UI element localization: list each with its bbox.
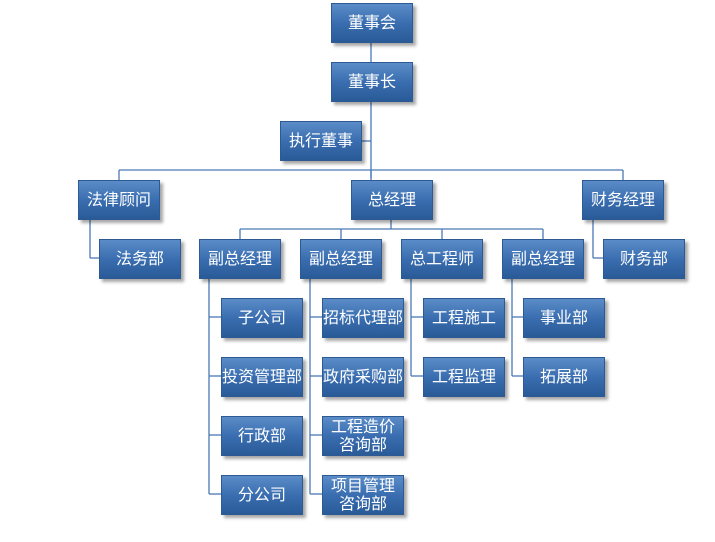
legal-advisor-node: 法律顾问 — [78, 180, 160, 220]
exec-director-node: 执行董事 — [280, 121, 362, 161]
project-consulting-node: 项目管理咨询部 — [322, 475, 404, 515]
general-manager-node: 总经理 — [351, 180, 433, 220]
gov-procurement-node: 政府采购部 — [322, 357, 404, 397]
expansion-dept-node: 拓展部 — [523, 357, 605, 397]
finance-manager-node: 财务经理 — [582, 180, 664, 220]
vice-gm-node-3: 副总经理 — [502, 239, 584, 279]
chief-engineer-node: 总工程师 — [401, 239, 483, 279]
cost-consulting-node: 工程造价咨询部 — [322, 416, 404, 456]
construction-node: 工程施工 — [423, 298, 505, 338]
branch-company-node: 分公司 — [221, 475, 303, 515]
vice-gm-node-1: 副总经理 — [199, 239, 281, 279]
supervision-node: 工程监理 — [423, 357, 505, 397]
board-node: 董事会 — [331, 3, 413, 43]
vice-gm-node-2: 副总经理 — [300, 239, 382, 279]
subsidiary-node: 子公司 — [221, 298, 303, 338]
legal-dept-node: 法务部 — [99, 239, 181, 279]
tender-agency-node: 招标代理部 — [322, 298, 404, 338]
admin-dept-node: 行政部 — [221, 416, 303, 456]
investment-mgmt-node: 投资管理部 — [221, 357, 303, 397]
business-dept-node: 事业部 — [523, 298, 605, 338]
finance-dept-node: 财务部 — [603, 239, 685, 279]
chairman-node: 董事长 — [331, 62, 413, 102]
